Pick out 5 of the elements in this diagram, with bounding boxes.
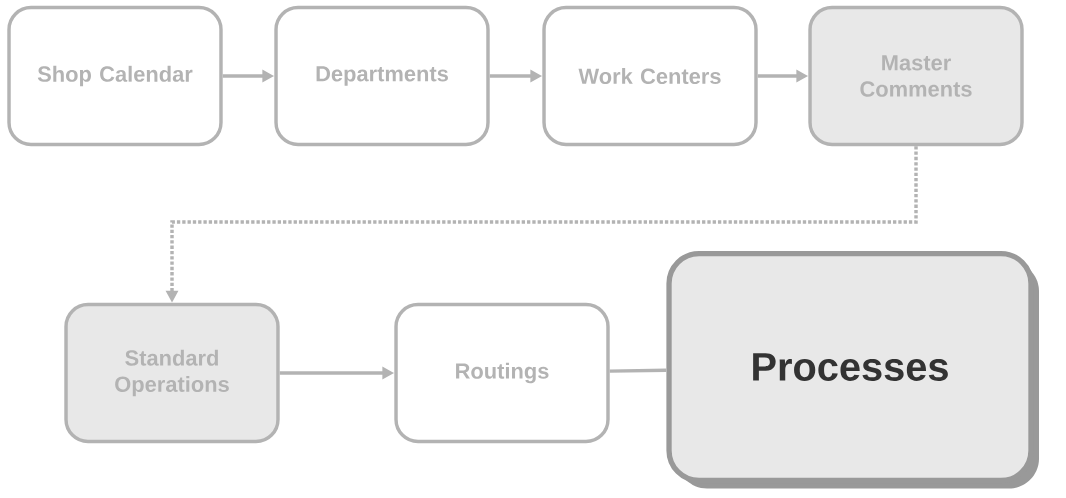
process-box: Work Centers [542, 5, 758, 147]
process-box: Departments [274, 5, 490, 147]
process-box: Shop Calendar [7, 5, 223, 147]
process-box: Routings [394, 302, 610, 444]
process-box: Processes [666, 250, 1039, 489]
